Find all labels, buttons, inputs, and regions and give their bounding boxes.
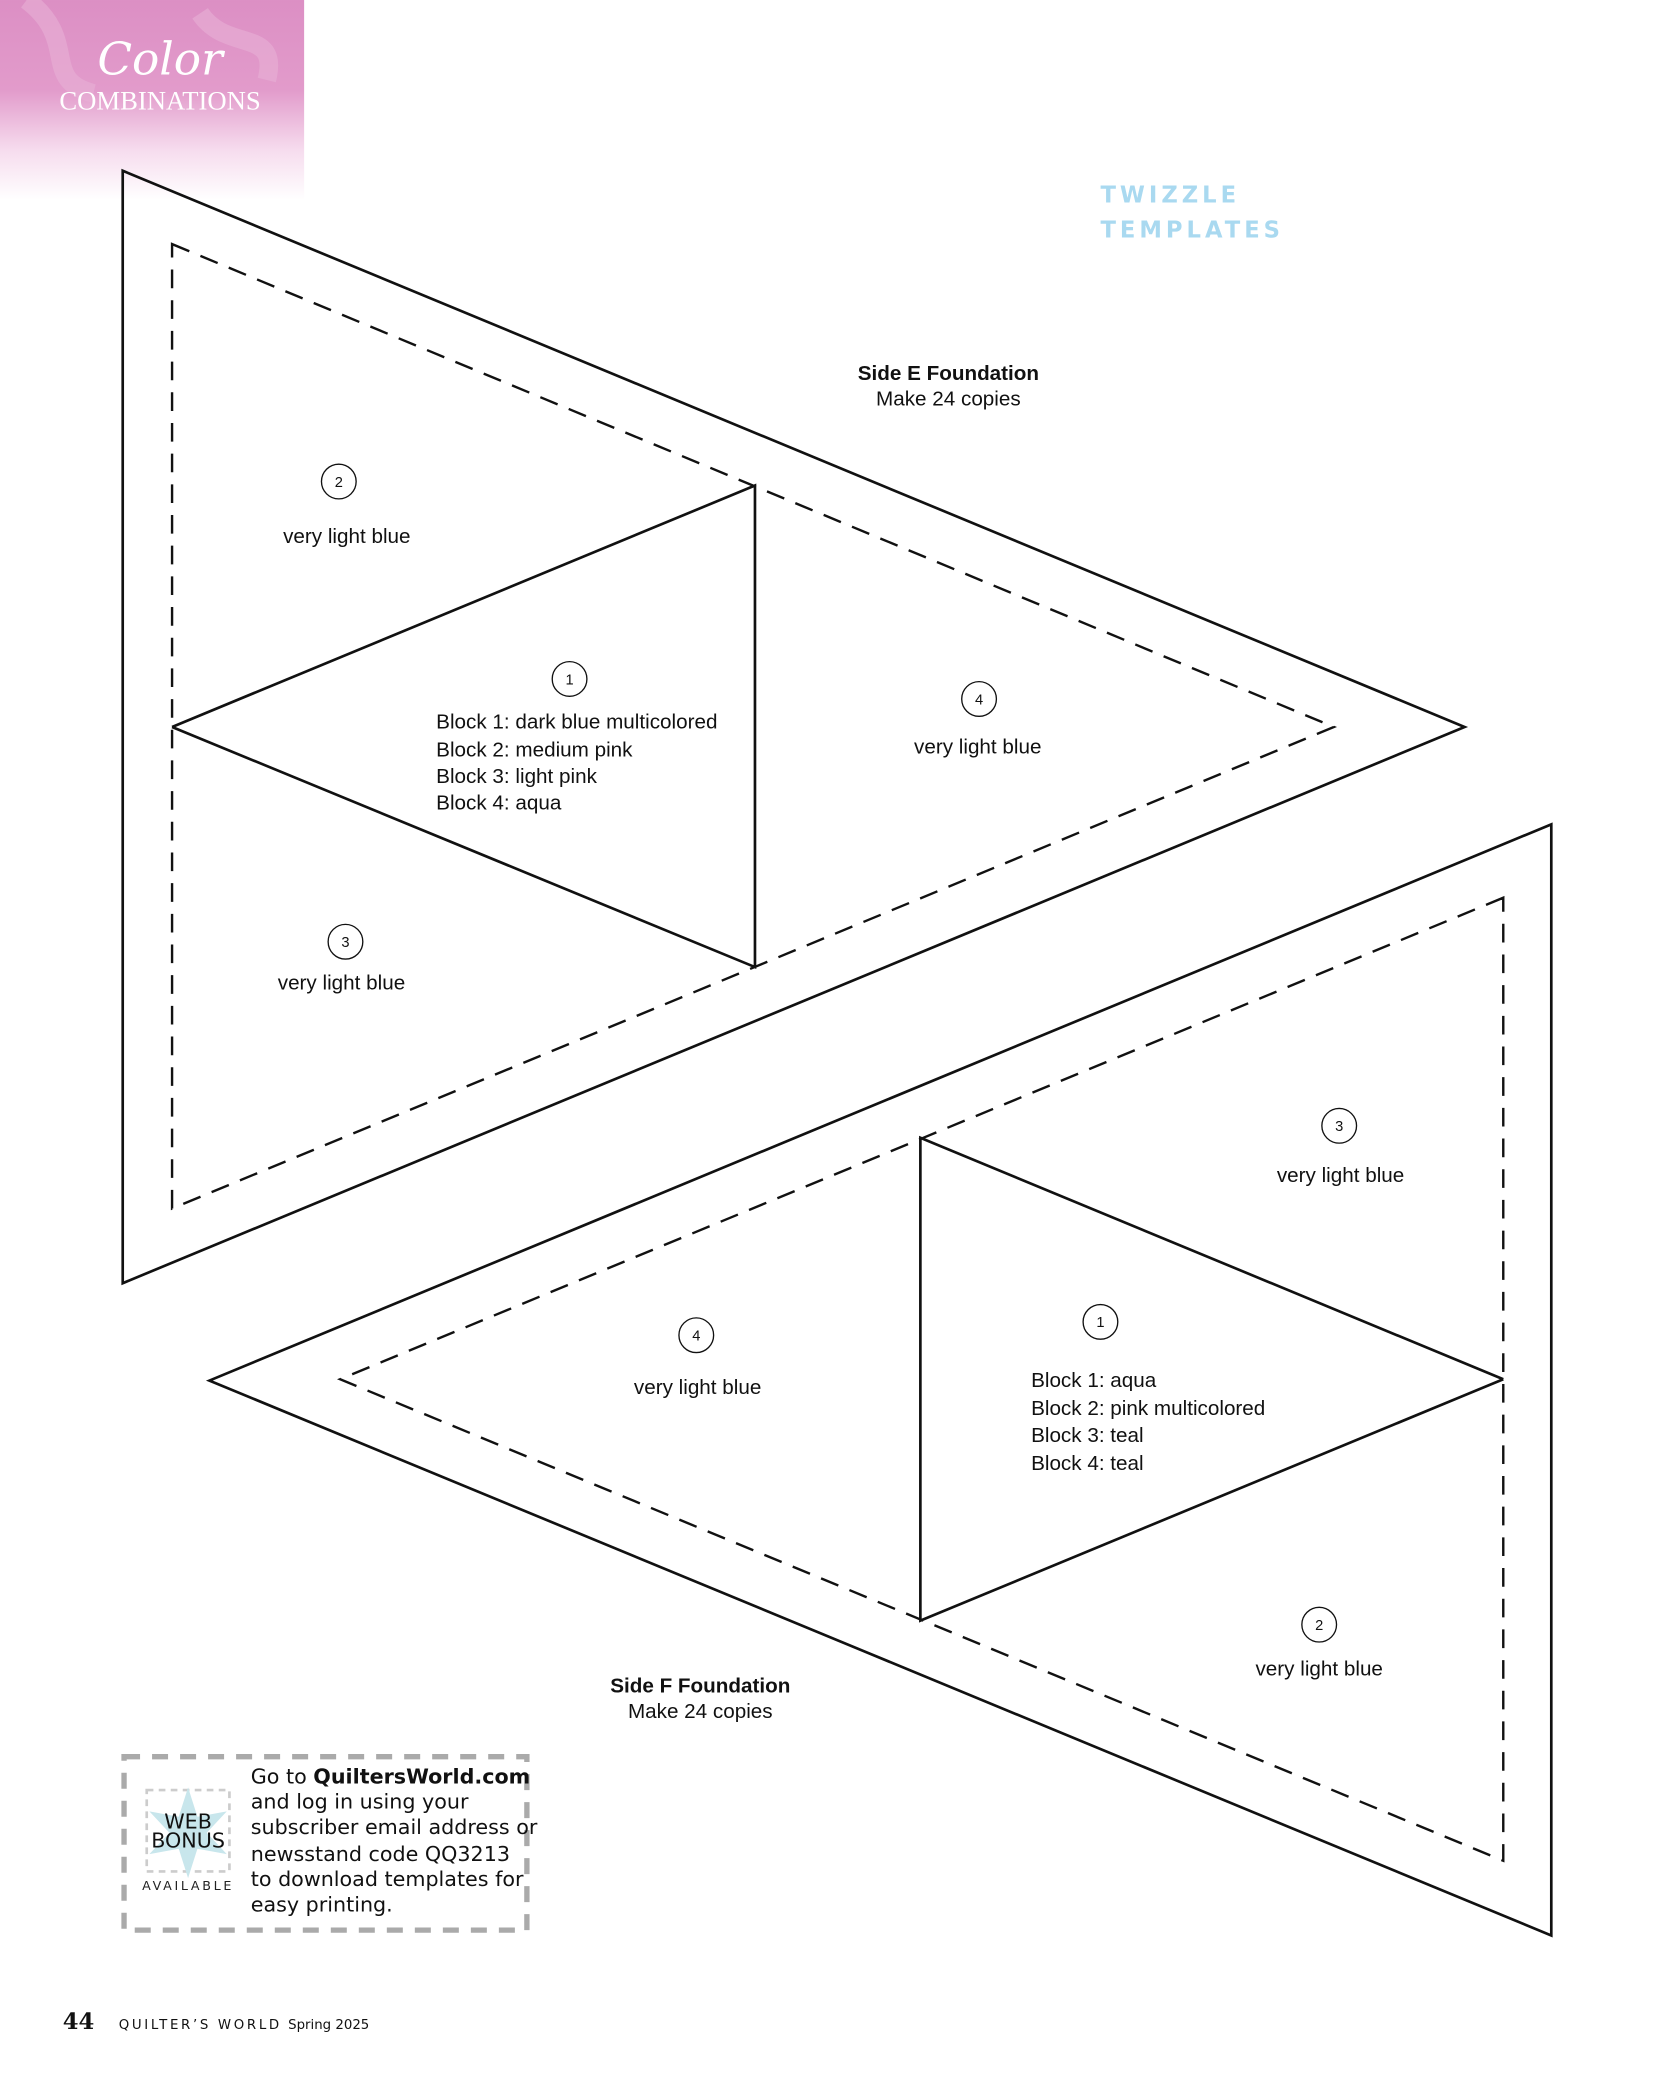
web-bonus-label: BONUS bbox=[151, 1828, 225, 1852]
piece-number-circle bbox=[327, 923, 364, 960]
header-title: COMBINATIONS bbox=[59, 85, 260, 115]
piece-number: 2 bbox=[1315, 1618, 1323, 1634]
block-color: Block 1: aqua bbox=[1031, 1369, 1157, 1392]
block-color: Block 4: teal bbox=[1031, 1452, 1144, 1475]
piece-number-circle bbox=[1321, 1107, 1358, 1144]
piece-color: very light blue bbox=[1255, 1657, 1382, 1680]
block-color: Block 2: pink multicolored bbox=[1031, 1397, 1265, 1420]
piece-number-circle bbox=[1301, 1606, 1338, 1643]
side-e-title: Side E Foundation bbox=[858, 362, 1039, 385]
section-title-line1: TWIZZLE bbox=[1100, 183, 1240, 209]
color-combinations-header: Color COMBINATIONS bbox=[0, 0, 305, 201]
block-color: Block 1: dark blue multicolored bbox=[436, 710, 717, 733]
side-f-labels: Side F Foundation Make 24 copies 1 Block… bbox=[610, 1107, 1404, 1723]
piece-number: 1 bbox=[1096, 1315, 1104, 1331]
piece-color: very light blue bbox=[914, 736, 1041, 759]
piece-number-circle bbox=[551, 660, 588, 697]
piece-number: 3 bbox=[1335, 1119, 1343, 1135]
side-e-piece-lines bbox=[171, 483, 757, 970]
header-script: Color bbox=[97, 33, 225, 86]
block-color: Block 4: aqua bbox=[436, 792, 562, 815]
piece-number-circle bbox=[320, 463, 357, 500]
side-f-piece-lines bbox=[919, 1135, 1504, 1623]
issue-date: Spring 2025 bbox=[288, 2018, 369, 2033]
side-f-template bbox=[205, 822, 1553, 1938]
web-bonus-prefix: Go to bbox=[251, 1764, 314, 1788]
web-bonus-text: and log in using your bbox=[251, 1790, 469, 1814]
web-bonus-text: newsstand code QQ3213 bbox=[251, 1842, 510, 1866]
site-link[interactable]: QuiltersWorld.com bbox=[313, 1764, 530, 1788]
side-e-labels: Side E Foundation Make 24 copies 1 Block… bbox=[278, 362, 1042, 995]
piece-color: very light blue bbox=[1277, 1164, 1404, 1187]
piece-color: very light blue bbox=[278, 972, 405, 995]
available-label: AVAILABLE bbox=[142, 1878, 234, 1893]
piece-number: 4 bbox=[692, 1329, 700, 1345]
piece-number-circle bbox=[1082, 1303, 1119, 1340]
web-bonus-text: subscriber email address or bbox=[251, 1815, 538, 1839]
side-e-template bbox=[121, 168, 1469, 1286]
star-icon bbox=[149, 1787, 227, 1879]
web-bonus-text: to download templates for bbox=[251, 1867, 524, 1891]
block-color: Block 3: teal bbox=[1031, 1424, 1144, 1447]
side-f-title: Side F Foundation bbox=[610, 1675, 790, 1698]
block-color: Block 2: medium pink bbox=[436, 738, 633, 761]
magazine-name: QUILTER’S WORLD bbox=[119, 2018, 282, 2033]
piece-number-circle bbox=[678, 1317, 715, 1354]
web-bonus-label: WEB bbox=[164, 1810, 212, 1834]
side-f-subtitle: Make 24 copies bbox=[628, 1700, 773, 1723]
web-bonus-text: Go to QuiltersWorld.com bbox=[251, 1764, 530, 1788]
section-title-line2: TEMPLATES bbox=[1100, 217, 1284, 243]
side-f-outer-line bbox=[205, 822, 1553, 1938]
web-bonus-text: easy printing. bbox=[251, 1892, 393, 1916]
piece-number: 1 bbox=[565, 672, 573, 688]
block-color: Block 3: light pink bbox=[436, 765, 597, 788]
piece-number-circle bbox=[961, 680, 998, 717]
piece-color: very light blue bbox=[634, 1376, 761, 1399]
piece-number: 4 bbox=[975, 692, 983, 708]
footer: 44 QUILTER’S WORLD Spring 2025 bbox=[63, 2009, 370, 2035]
piece-color: very light blue bbox=[283, 525, 410, 548]
side-e-subtitle: Make 24 copies bbox=[876, 388, 1021, 411]
piece-number: 3 bbox=[341, 935, 349, 951]
web-bonus-box: WEB BONUS AVAILABLE Go to QuiltersWorld.… bbox=[121, 1754, 538, 1933]
side-e-seam-line bbox=[170, 242, 1338, 1211]
side-e-outer-line bbox=[121, 168, 1469, 1286]
page-number: 44 bbox=[63, 2009, 95, 2035]
piece-number: 2 bbox=[335, 475, 343, 491]
